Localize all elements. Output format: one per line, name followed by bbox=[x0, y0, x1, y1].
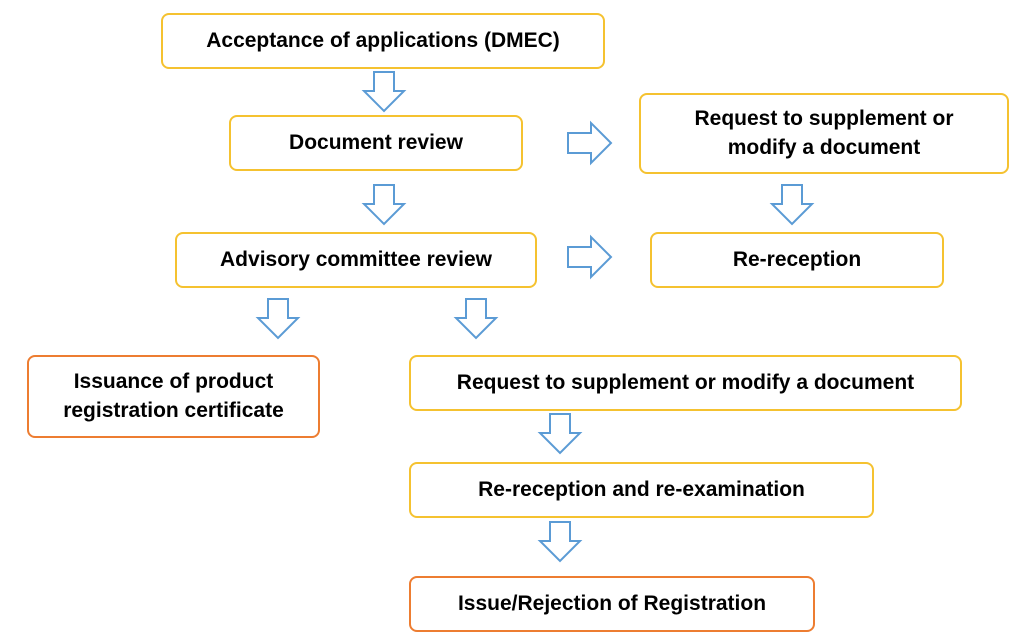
node-document-review: Document review bbox=[229, 115, 523, 171]
node-label: Acceptance of applications (DMEC) bbox=[206, 28, 560, 52]
node-label: Request to supplement or modify a docume… bbox=[694, 107, 954, 159]
node-issue-rejection: Issue/Rejection of Registration bbox=[409, 576, 815, 632]
arrow-right-icon bbox=[567, 234, 613, 280]
node-acceptance-of-applications: Acceptance of applications (DMEC) bbox=[161, 13, 605, 69]
node-request-supplement-top: Request to supplement or modify a docume… bbox=[639, 93, 1009, 174]
node-advisory-committee-review: Advisory committee review bbox=[175, 232, 537, 288]
arrow-down-icon bbox=[537, 521, 583, 563]
node-re-reception-reexamination: Re-reception and re-examination bbox=[409, 462, 874, 518]
arrow-down-icon bbox=[361, 184, 407, 226]
node-label: Issue/Rejection of Registration bbox=[457, 591, 767, 615]
node-label: Re-reception bbox=[732, 247, 862, 271]
arrow-down-icon bbox=[769, 184, 815, 226]
arrow-down-icon bbox=[453, 298, 499, 340]
node-label: Issuance of product registration certifi… bbox=[63, 370, 284, 422]
arrow-down-icon bbox=[537, 413, 583, 455]
node-issuance-certificate: Issuance of product registration certifi… bbox=[27, 355, 320, 438]
node-label: Advisory committee review bbox=[220, 247, 492, 271]
node-label: Document review bbox=[289, 130, 463, 154]
node-re-reception: Re-reception bbox=[650, 232, 944, 288]
node-request-supplement-bottom: Request to supplement or modify a docume… bbox=[409, 355, 962, 411]
arrow-right-icon bbox=[567, 120, 613, 166]
node-label: Request to supplement or modify a docume… bbox=[456, 370, 915, 394]
arrow-down-icon bbox=[255, 298, 301, 340]
arrow-down-icon bbox=[361, 71, 407, 113]
node-label: Re-reception and re-examination bbox=[478, 477, 805, 501]
